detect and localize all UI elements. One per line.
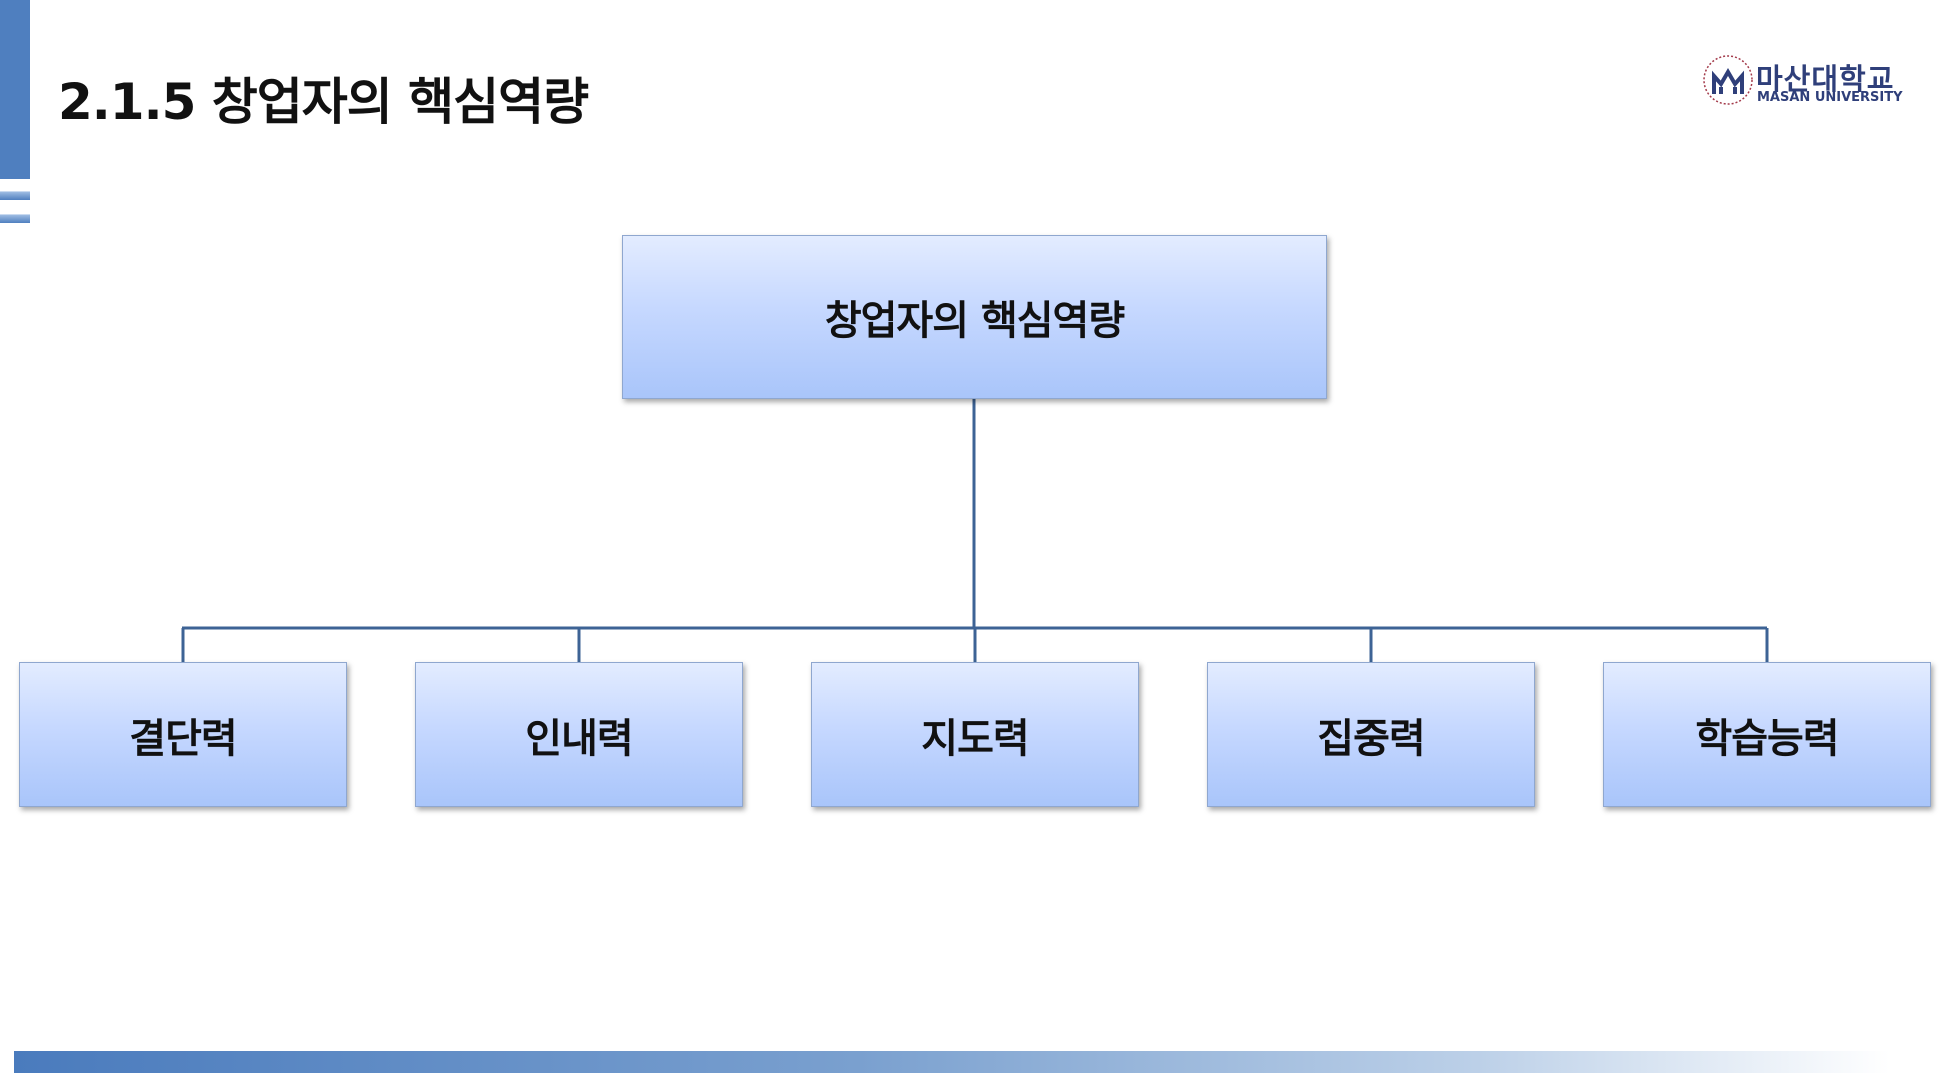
left-accent-bar [0,0,30,179]
diagram-node-leadership: 지도력 [811,662,1139,807]
logo-korean-name: 마산대학교 [1756,62,1895,96]
university-logo: 마산대학교 MASAN UNIVERSITY [1702,52,1903,108]
diagram-node-concentration: 집중력 [1207,662,1535,807]
diagram-root-node: 창업자의 핵심역량 [622,235,1327,399]
diagram-node-perseverance: 인내력 [415,662,743,807]
university-seal-icon [1703,55,1753,105]
left-accent-line [0,191,30,200]
footer-gradient-bar [14,1051,1890,1073]
diagram-node-learning-ability: 학습능력 [1603,662,1931,807]
page-title: 2.1.5 창업자의 핵심역량 [58,73,589,131]
logo-english-name: MASAN UNIVERSITY [1757,90,1903,105]
diagram-node-decisiveness: 결단력 [19,662,347,807]
left-accent-line [0,214,30,223]
